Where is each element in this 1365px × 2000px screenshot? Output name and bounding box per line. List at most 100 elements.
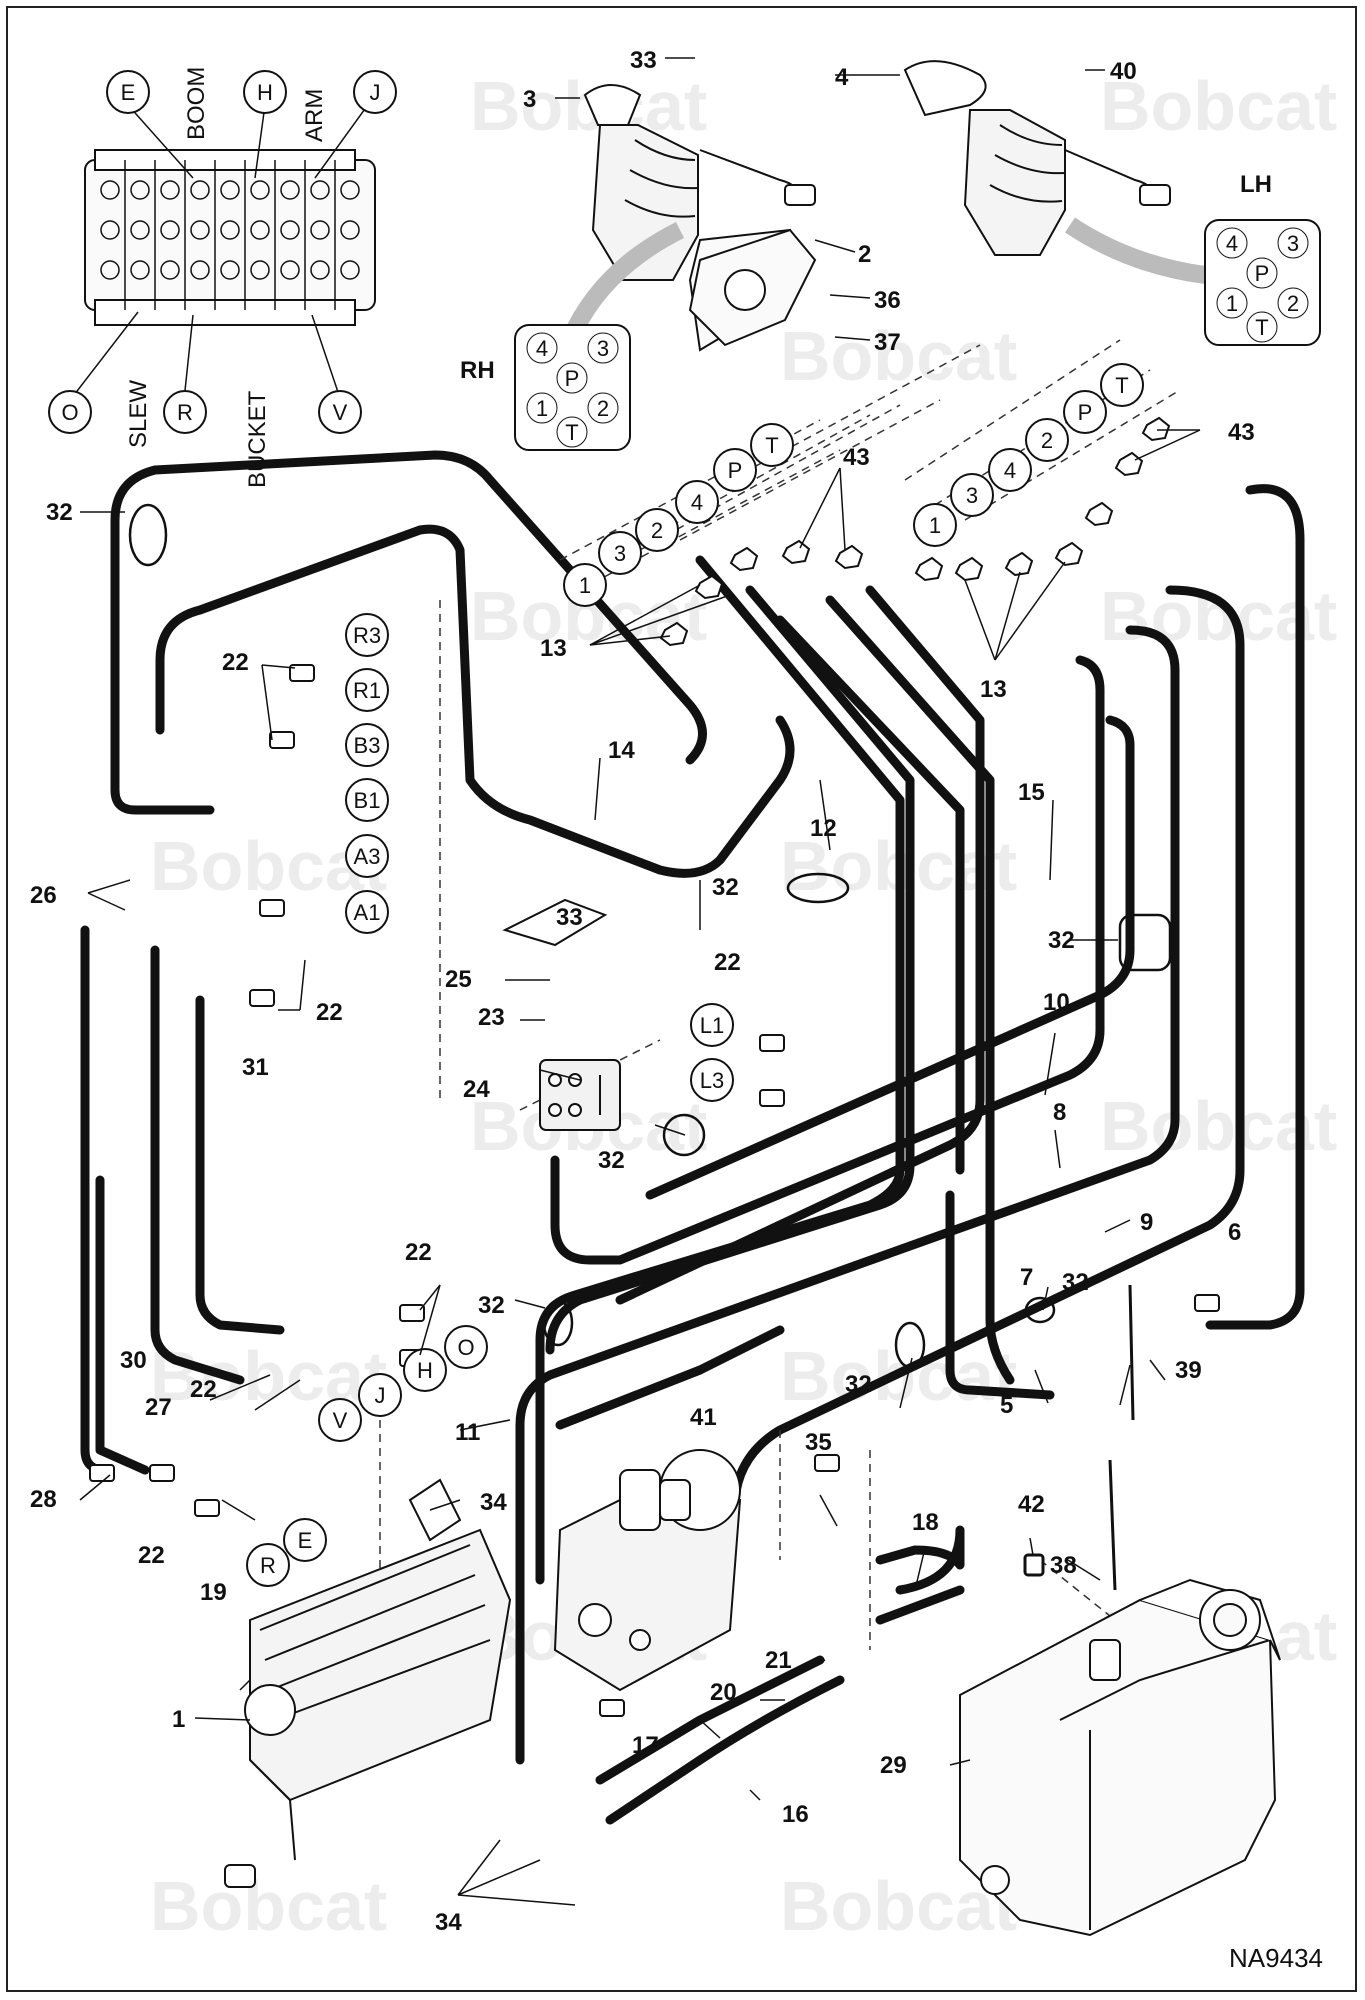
callout: 22 bbox=[190, 1376, 217, 1403]
callout: 32 bbox=[478, 1292, 505, 1319]
pilot-valve-41 bbox=[553, 1449, 742, 1692]
callout: 26 bbox=[30, 882, 57, 909]
port-label: A3 bbox=[354, 844, 381, 869]
pin-label: T bbox=[565, 420, 578, 445]
port-label: J bbox=[375, 1383, 386, 1408]
callout: 5 bbox=[1000, 1392, 1013, 1419]
pin-label: P bbox=[565, 366, 580, 391]
arm-label: ARM bbox=[301, 89, 328, 142]
dipstick bbox=[1023, 1284, 1135, 1591]
mounting-plate bbox=[688, 228, 817, 347]
pin-label: 1 bbox=[1226, 291, 1238, 316]
port-label: O bbox=[457, 1335, 474, 1360]
valve-port-labels: E H J O R V BOOM ARM SLEW BUCKET bbox=[48, 67, 397, 488]
callout-labels: 33 3 4 40 2 36 37 32 43 43 13 13 22 14 1… bbox=[30, 47, 1255, 1936]
slew-label: SLEW bbox=[125, 380, 152, 448]
valve-port-label: H bbox=[257, 80, 273, 105]
bucket-label: BUCKET bbox=[244, 390, 271, 488]
callout: 22 bbox=[316, 999, 343, 1026]
callout: 29 bbox=[880, 1752, 907, 1779]
callout: 22 bbox=[138, 1542, 165, 1569]
callout: 32 bbox=[598, 1147, 625, 1174]
callout: 32 bbox=[1048, 927, 1075, 954]
hose-clamps bbox=[128, 503, 1172, 1369]
callout: 28 bbox=[30, 1486, 57, 1513]
callout: 36 bbox=[874, 287, 901, 314]
callout: 20 bbox=[710, 1679, 737, 1706]
port-label: T bbox=[1115, 373, 1128, 398]
callout: 33 bbox=[556, 904, 583, 931]
callout: 15 bbox=[1018, 779, 1045, 806]
port-label: P bbox=[1078, 400, 1093, 425]
port-label: R bbox=[260, 1553, 276, 1578]
figure-id: NA9434 bbox=[1229, 1943, 1323, 1973]
callout: 14 bbox=[608, 737, 635, 764]
callout: 32 bbox=[845, 1371, 872, 1398]
callout: 21 bbox=[765, 1647, 792, 1674]
callout: 13 bbox=[980, 676, 1007, 703]
port-circles bbox=[246, 363, 1144, 1587]
lh-connector-pinout: 4 3 P 1 2 T LH bbox=[1065, 171, 1321, 346]
callout: 16 bbox=[782, 1801, 809, 1828]
callout: 33 bbox=[630, 47, 657, 74]
callout: 18 bbox=[912, 1509, 939, 1536]
watermark: Bobcat bbox=[150, 1867, 387, 1945]
port-label: 1 bbox=[929, 513, 941, 538]
callout: 34 bbox=[435, 1909, 462, 1936]
main-control-valve bbox=[224, 1478, 512, 1888]
port-label: R3 bbox=[353, 623, 381, 648]
callout: 9 bbox=[1140, 1209, 1153, 1236]
callout: 32 bbox=[1062, 1269, 1089, 1296]
valve-port-label: R bbox=[177, 400, 193, 425]
port-label: 4 bbox=[691, 490, 703, 515]
callout: 12 bbox=[810, 815, 837, 842]
port-label: L3 bbox=[700, 1068, 724, 1093]
callout: 1 bbox=[172, 1706, 185, 1733]
pin-label: 4 bbox=[1226, 231, 1238, 256]
valve-port-label: J bbox=[370, 80, 381, 105]
diagram-border bbox=[6, 6, 1357, 1992]
pin-label: 4 bbox=[536, 336, 548, 361]
rh-label: RH bbox=[460, 357, 495, 384]
callout: 22 bbox=[405, 1239, 432, 1266]
boom-label: BOOM bbox=[183, 67, 210, 140]
port-label: A1 bbox=[354, 900, 381, 925]
callout: 32 bbox=[46, 499, 73, 526]
port-label: L1 bbox=[700, 1013, 724, 1038]
callout: 11 bbox=[455, 1419, 480, 1446]
pilot-block bbox=[502, 898, 621, 1131]
watermark: Bobcat bbox=[780, 1867, 1017, 1945]
callout: 10 bbox=[1043, 989, 1070, 1016]
lh-label: LH bbox=[1240, 171, 1272, 198]
port-label: P bbox=[728, 458, 743, 483]
port-circle-labels: 1 3 2 4 P T 1 3 4 2 P T R3 R1 B3 B1 A3 A… bbox=[260, 373, 1129, 1578]
left-joystick bbox=[903, 60, 1171, 256]
callout: 43 bbox=[1228, 419, 1255, 446]
callout: 37 bbox=[874, 329, 901, 356]
watermark: Bobcat bbox=[470, 67, 707, 145]
port-label: 3 bbox=[966, 483, 978, 508]
callout: 31 bbox=[242, 1054, 269, 1081]
pin-label: 1 bbox=[536, 396, 548, 421]
port-label: 2 bbox=[1041, 428, 1053, 453]
callout: 4 bbox=[835, 64, 849, 91]
callout: 3 bbox=[523, 86, 536, 113]
port-label: 4 bbox=[1004, 458, 1016, 483]
callout: 2 bbox=[858, 241, 871, 268]
watermark: Bobcat bbox=[780, 317, 1017, 395]
port-label: H bbox=[417, 1358, 433, 1383]
fittings bbox=[89, 416, 1220, 1717]
watermark: Bobcat bbox=[1100, 67, 1337, 145]
callout: 8 bbox=[1053, 1099, 1066, 1126]
valve-port-label: V bbox=[333, 400, 348, 425]
callout: 32 bbox=[712, 874, 739, 901]
callout: 17 bbox=[632, 1732, 659, 1759]
valve-port-label: E bbox=[121, 80, 136, 105]
callout: 24 bbox=[463, 1076, 490, 1103]
pin-label: 2 bbox=[1287, 291, 1299, 316]
pin-label: P bbox=[1255, 261, 1270, 286]
port-label: B1 bbox=[354, 788, 381, 813]
control-valve-inset bbox=[73, 94, 376, 401]
callout: 6 bbox=[1228, 1219, 1241, 1246]
